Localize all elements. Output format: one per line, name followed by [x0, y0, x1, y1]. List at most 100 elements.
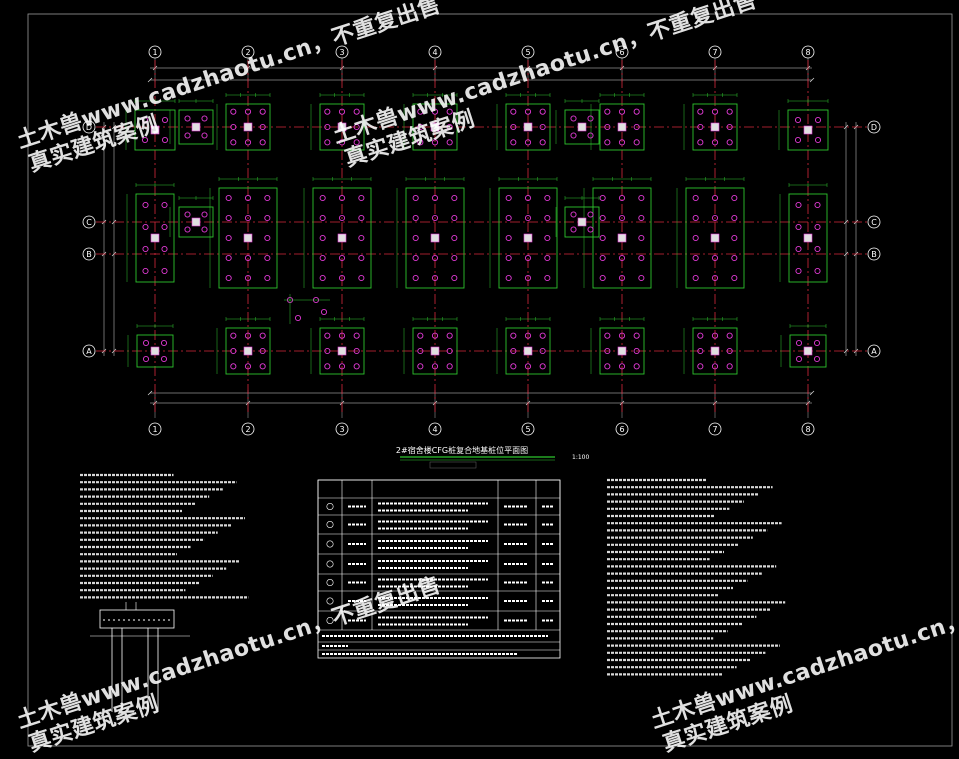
bubble-label: B	[86, 250, 92, 259]
pile	[604, 108, 611, 115]
pile	[230, 108, 237, 115]
pile	[731, 254, 738, 262]
layer-symbol	[326, 616, 334, 624]
bubble-label: 8	[805, 48, 810, 57]
pile	[510, 123, 517, 131]
axis-bubble-1: 1	[148, 45, 162, 59]
pile	[697, 347, 704, 355]
pile	[726, 363, 733, 370]
bubble-label: C	[86, 218, 92, 227]
axis-bubble-7: 7	[708, 422, 722, 436]
cap-row-d	[590, 93, 645, 151]
pile	[184, 211, 191, 218]
column-stub	[523, 122, 533, 132]
gravel-dot	[103, 619, 105, 621]
pile	[711, 194, 719, 202]
pile	[451, 214, 458, 222]
cap-outline	[692, 327, 738, 375]
axis-bubble-5: 5	[521, 422, 535, 436]
pile	[505, 194, 512, 202]
pile	[731, 274, 738, 282]
bubble-label: 4	[432, 48, 437, 57]
layer-symbol	[326, 502, 334, 510]
cap-outline	[787, 109, 829, 151]
pile	[510, 139, 517, 146]
gravel-dot	[123, 619, 125, 621]
pile	[142, 339, 150, 347]
notes-right	[607, 478, 786, 676]
bubble-circle	[148, 45, 162, 59]
gravel-dot	[143, 619, 145, 621]
pile	[264, 254, 271, 262]
pile	[412, 274, 419, 282]
column-stub	[577, 122, 587, 132]
pile	[431, 139, 439, 146]
pile	[544, 194, 551, 202]
pile	[524, 363, 532, 370]
pile	[510, 363, 517, 370]
column-stub	[577, 217, 587, 227]
pile	[319, 274, 326, 282]
pile	[225, 214, 232, 222]
axis-bubble-4: 4	[428, 45, 442, 59]
pile	[244, 363, 252, 370]
cap-row-bc	[583, 177, 652, 289]
pile	[731, 214, 738, 222]
pile	[795, 267, 802, 275]
pile	[618, 108, 626, 115]
cap-outline	[692, 103, 738, 151]
pile	[618, 363, 626, 370]
pile	[726, 123, 733, 131]
pile	[319, 254, 326, 262]
axis-bubble-C: C	[82, 215, 96, 229]
pile	[259, 332, 266, 339]
pile	[505, 274, 512, 282]
pile	[711, 332, 719, 339]
column-stub	[430, 346, 440, 356]
cap-outline	[405, 187, 465, 289]
pile	[230, 363, 237, 370]
bubble-circle	[521, 45, 535, 59]
pile	[599, 234, 606, 242]
bubble-label: 5	[525, 425, 530, 434]
column-stub	[523, 233, 533, 243]
pile	[141, 116, 149, 124]
bubble-circle	[615, 45, 629, 59]
pile	[142, 201, 149, 209]
cap-outline	[412, 327, 458, 375]
pile	[570, 132, 577, 139]
cap-row-bc	[676, 177, 745, 289]
pile	[795, 201, 802, 209]
pile	[431, 214, 439, 222]
bubble-label: 4	[432, 425, 437, 434]
pile	[184, 115, 191, 122]
bubble-circle	[867, 247, 881, 261]
cap-row-bc	[209, 177, 278, 289]
pile	[711, 214, 719, 222]
pile	[244, 108, 252, 115]
pile	[225, 194, 232, 202]
pile	[618, 254, 626, 262]
pile	[505, 214, 512, 222]
column-stub	[150, 125, 160, 135]
pile	[539, 123, 546, 131]
pile	[692, 274, 699, 282]
pile	[244, 139, 252, 146]
pile	[726, 347, 733, 355]
pile	[510, 332, 517, 339]
pile	[726, 332, 733, 339]
dim-tick	[843, 219, 849, 225]
bubble-circle	[801, 422, 815, 436]
pile	[244, 194, 252, 202]
drawing-title-block: 2#宿舍楼CFG桩复合地基桩位平面图 1:100	[396, 445, 589, 469]
dim-tick	[147, 390, 153, 396]
pile	[412, 254, 419, 262]
cap-row-d	[496, 93, 551, 151]
cap-outline	[319, 327, 365, 375]
pile	[417, 108, 424, 115]
pile	[638, 274, 645, 282]
cap-outline	[599, 327, 645, 375]
pile	[431, 363, 439, 370]
bubble-label: C	[871, 218, 877, 227]
axis-bubble-8: 8	[801, 422, 815, 436]
